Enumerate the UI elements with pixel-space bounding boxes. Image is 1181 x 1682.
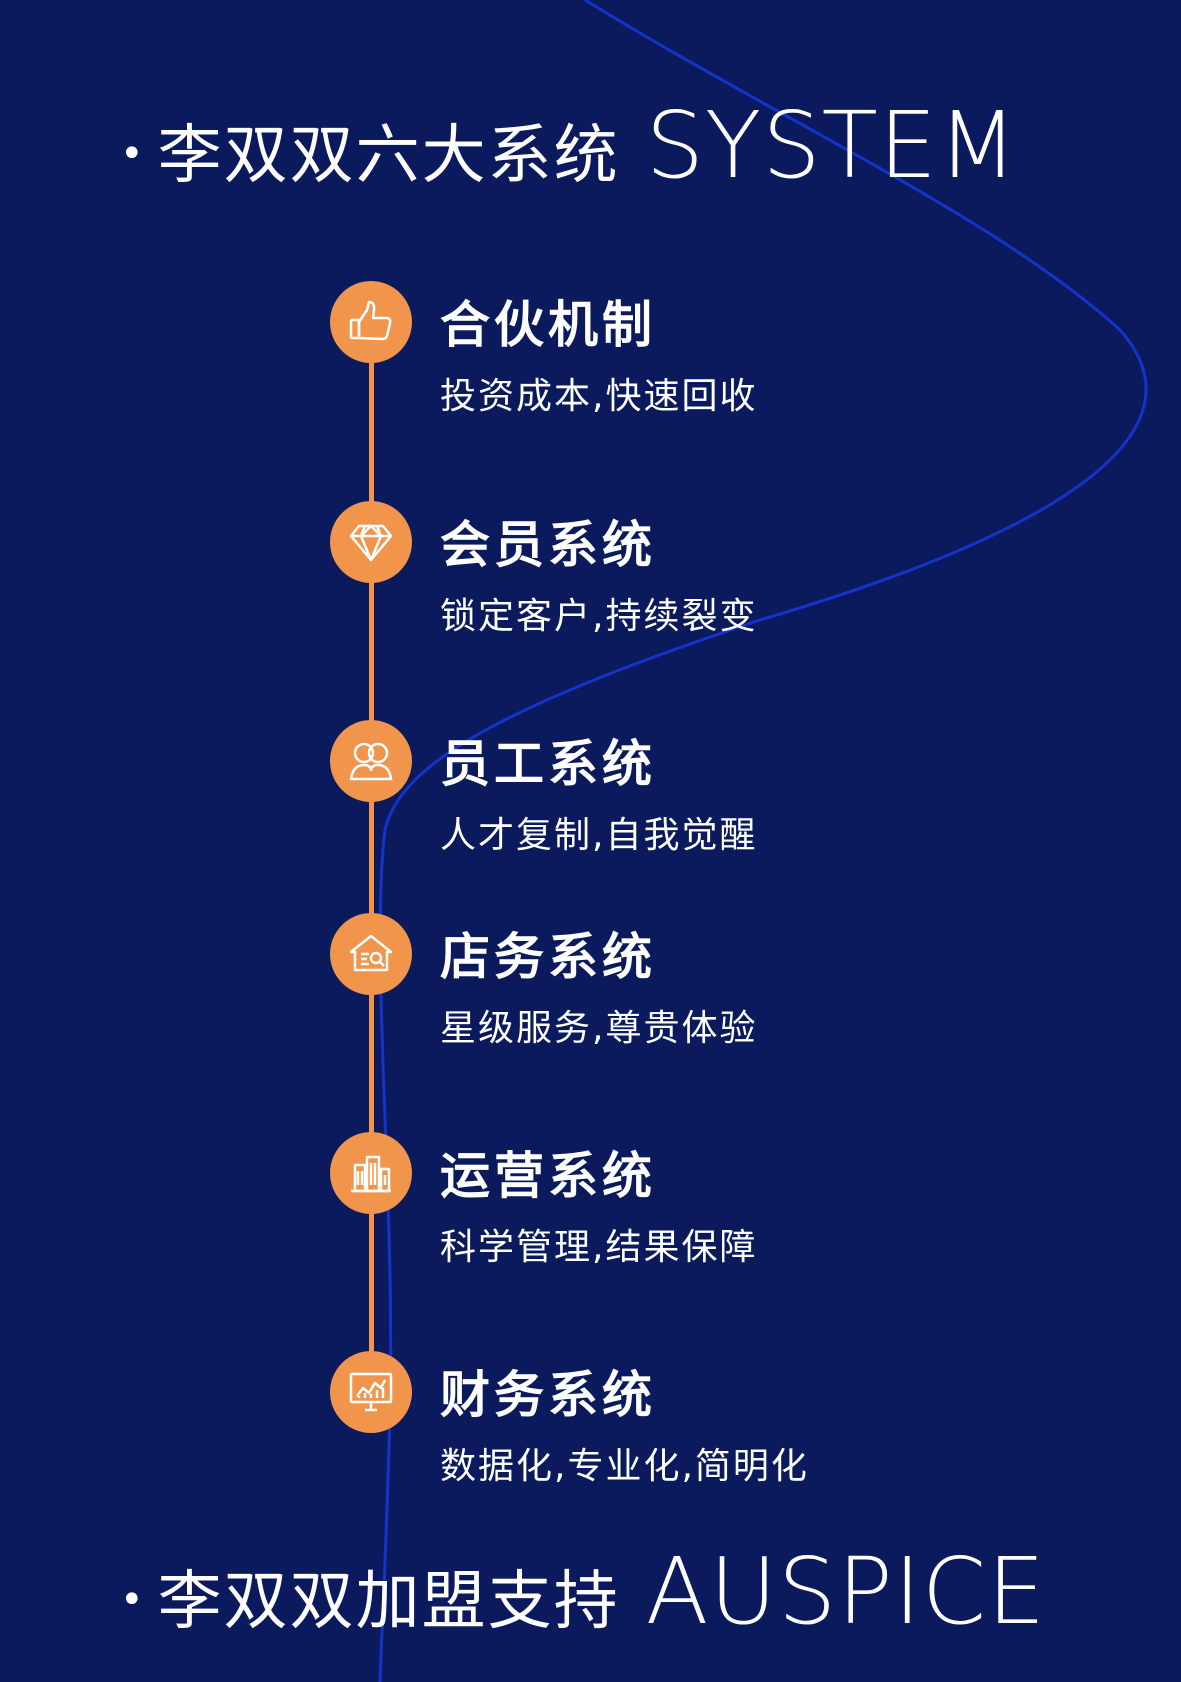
people-icon xyxy=(330,720,412,802)
system-item-staff: 员工系统 人才复制,自我觉醒 xyxy=(330,720,1050,900)
section-heading-system: • 李双双六大系统 SYSTEM xyxy=(120,92,1018,199)
system-item-membership: 会员系统 锁定客户,持续裂变 xyxy=(330,501,1050,681)
system-item-finance: 财务系统 数据化,专业化,简明化 xyxy=(330,1351,1050,1531)
item-title: 员工系统 xyxy=(440,735,656,793)
section-title-en: SYSTEM xyxy=(645,92,1019,199)
item-desc: 星级服务,尊贵体验 xyxy=(440,1008,758,1049)
bullet: • xyxy=(120,131,144,177)
house-search-icon xyxy=(330,913,412,995)
item-title: 会员系统 xyxy=(440,516,656,574)
section-title-cn: 李双双六大系统 xyxy=(157,119,620,193)
section-title-en: AUSPICE xyxy=(645,1538,1047,1645)
section-title-cn: 李双双加盟支持 xyxy=(157,1565,620,1639)
thumbs-up-icon xyxy=(330,281,412,363)
buildings-icon xyxy=(330,1132,412,1214)
item-desc: 科学管理,结果保障 xyxy=(440,1227,758,1268)
item-desc: 投资成本,快速回收 xyxy=(440,376,758,417)
section-heading-auspice: • 李双双加盟支持 AUSPICE xyxy=(120,1538,1046,1645)
system-item-store: 店务系统 星级服务,尊贵体验 xyxy=(330,913,1050,1093)
item-title: 店务系统 xyxy=(440,928,656,986)
item-desc: 数据化,专业化,简明化 xyxy=(440,1446,809,1487)
monitor-chart-icon xyxy=(330,1351,412,1433)
item-title: 合伙机制 xyxy=(440,296,656,354)
timeline-line xyxy=(369,320,374,1390)
item-desc: 锁定客户,持续裂变 xyxy=(440,596,758,637)
item-desc: 人才复制,自我觉醒 xyxy=(440,815,758,856)
system-item-operation: 运营系统 科学管理,结果保障 xyxy=(330,1132,1050,1312)
diamond-icon xyxy=(330,501,412,583)
bullet: • xyxy=(120,1577,144,1623)
item-title: 运营系统 xyxy=(440,1147,656,1205)
item-title: 财务系统 xyxy=(440,1366,656,1424)
system-item-partnership: 合伙机制 投资成本,快速回收 xyxy=(330,281,1050,461)
